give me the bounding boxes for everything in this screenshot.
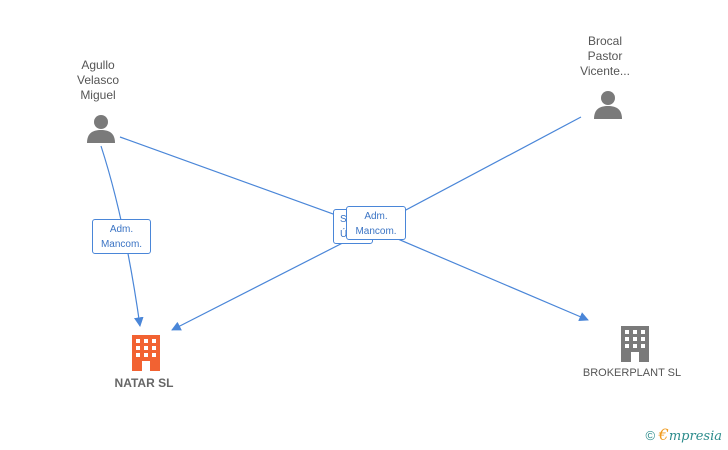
name-line: Miguel	[80, 88, 116, 102]
copyright-symbol: ©	[645, 428, 656, 443]
edge-label-line: Ú	[340, 229, 348, 240]
person-name-agullo[interactable]: Agullo Velasco Miguel	[53, 58, 143, 103]
building-icon[interactable]	[128, 333, 164, 373]
name-line: Velasco	[76, 73, 120, 87]
name-line: Vicente...	[580, 64, 630, 78]
edge-label-line: Adm.	[364, 211, 388, 222]
brand-name: mpresia	[668, 429, 722, 444]
person-name-brocal[interactable]: Brocal Pastor Vicente...	[560, 34, 650, 79]
company-name-brokerplant[interactable]: BROKERPLANT SL	[582, 367, 682, 379]
brand-logo: © €mpresia	[645, 425, 722, 444]
name-line: Pastor	[587, 49, 623, 63]
company-name-natar[interactable]: NATAR SL	[114, 376, 174, 390]
name-line: Agullo	[81, 58, 115, 72]
edge-label-center[interactable]: Adm. Mancom.	[346, 206, 406, 240]
edge-label-line: Mancom.	[100, 239, 143, 250]
edge-label-agullo-natar[interactable]: Adm. Mancom.	[92, 219, 151, 254]
person-icon[interactable]	[592, 88, 624, 120]
person-icon[interactable]	[85, 112, 117, 144]
name-line: Brocal	[587, 34, 622, 48]
building-icon[interactable]	[617, 324, 653, 364]
brand-e: €	[658, 425, 669, 444]
edge-label-line: Mancom.	[355, 226, 397, 237]
edge-label-line: S	[340, 214, 347, 225]
edge-label-line: Adm.	[109, 224, 134, 235]
